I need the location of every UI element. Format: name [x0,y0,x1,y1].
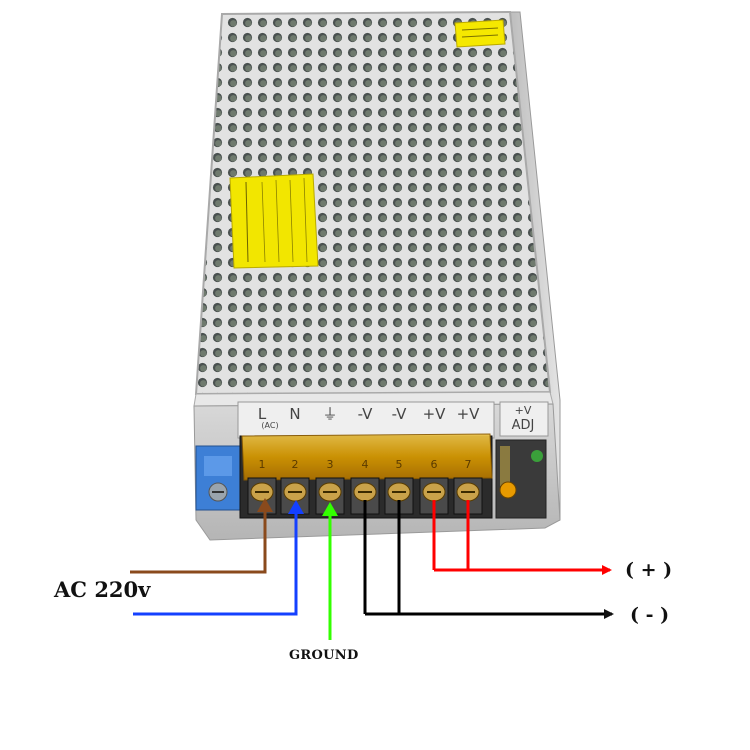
terminal-cover [241,433,493,481]
terminal-label: ⏚ [322,405,337,423]
live-wire [130,508,267,574]
terminal-label: +V [457,405,481,423]
wiring-diagram-lines [130,498,614,640]
terminal-label: N [289,405,300,423]
ac-marking: (AC) [261,421,278,430]
adj-label-top: +V [515,404,532,417]
negative-output-label: ( - ) [630,604,670,626]
terminal-label: -V [358,405,374,423]
terminal-number: 4 [362,458,369,471]
ground-arrowhead [322,502,338,516]
left-connector [195,445,241,511]
terminal-number: 1 [259,458,266,471]
terminal-label: +V [423,405,447,423]
neutral-wire [133,510,298,616]
terminal-label: -V [392,405,408,423]
terminal-label-strip [237,401,549,439]
live-arrowhead [257,498,273,512]
voltage-sticker [454,19,506,48]
terminal-numbers: 1 2 3 4 5 6 7 [259,458,472,471]
ac-input-label: AC 220v [54,577,151,602]
terminal-labels: L N ⏚ -V -V +V +V [258,405,480,423]
positive-output-label: ( + ) [625,559,673,581]
terminal-screws [247,477,483,515]
ground-label: GROUND [289,648,359,663]
terminal-screw [350,477,380,515]
adj-label-bottom: ADJ [512,418,535,433]
terminal-number: 6 [431,458,438,471]
terminal-label: L [258,405,267,423]
warning-sticker [229,173,319,269]
terminal-number: 7 [465,458,472,471]
terminal-number: 5 [396,458,403,471]
terminal-number: 2 [292,458,299,471]
neutral-arrowhead [288,500,304,514]
terminal-number: 3 [327,458,334,471]
adjustment-pot [495,439,547,519]
